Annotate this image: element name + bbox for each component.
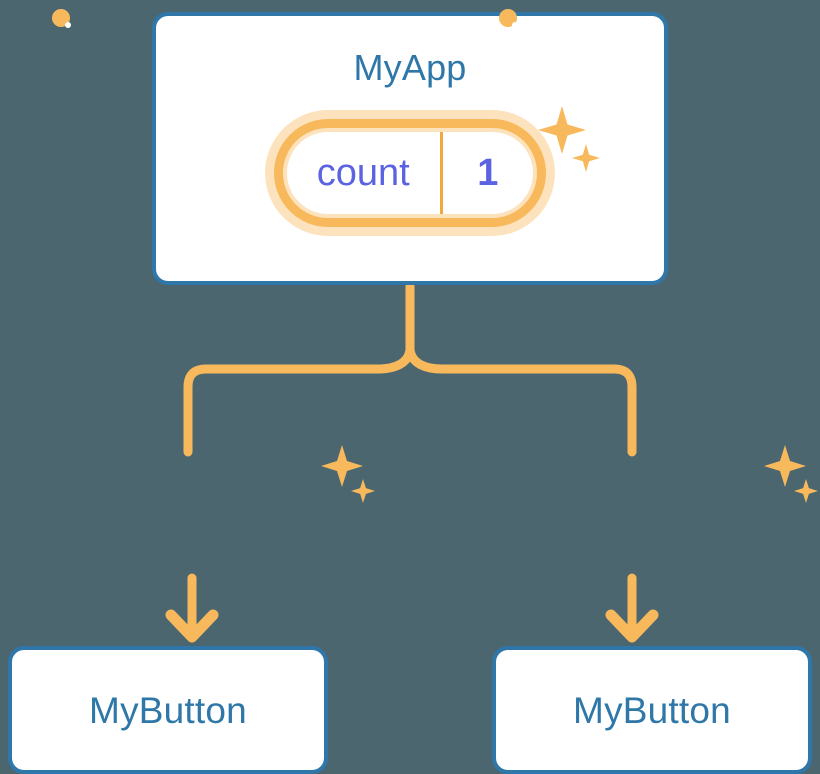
pill-value-label: 1 [439,132,533,214]
connector-branch-left [183,345,415,457]
component-card-label: MyButton [573,689,731,731]
pill-ring [499,9,517,27]
connector-branch-right [405,345,637,457]
pill-body: count 1 [512,22,518,28]
page-title: MyApp [353,47,467,88]
component-card-label: MyButton [89,689,247,731]
component-card-mybutton-right[interactable]: MyButton [492,646,812,774]
component-card-mybutton-left[interactable]: MyButton [8,646,328,774]
pill-body: count 1 [65,22,71,28]
pill-ring [52,9,70,27]
arrow-head-right [605,609,659,643]
pill-key-label: count [316,151,410,194]
pill-body: count 1 [287,132,533,214]
arrow-head-left [165,609,219,643]
pill-ring [274,119,546,227]
state-pill-myapp[interactable]: count 1 [265,110,555,236]
